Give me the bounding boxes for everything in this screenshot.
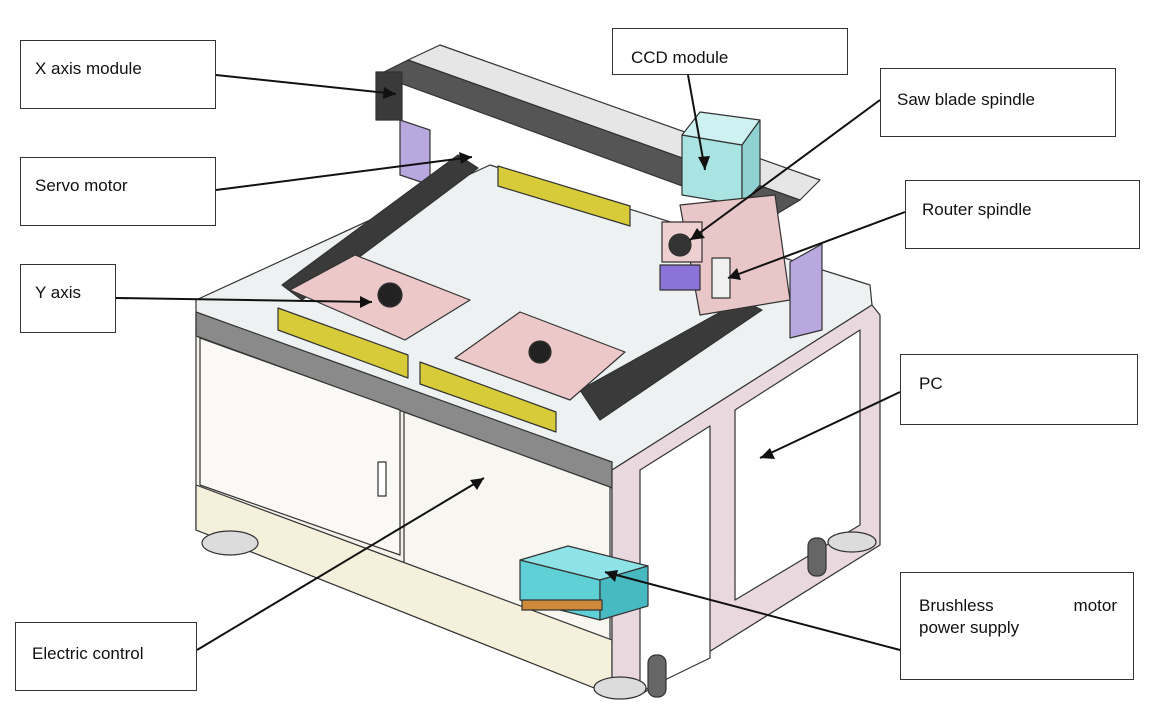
leader-lines [115, 74, 906, 651]
arrow-electric-control [470, 478, 484, 490]
label-servo-motor: Servo motor [20, 157, 216, 226]
label-x-axis-module: X axis module [20, 40, 216, 109]
arrow-pc [760, 448, 775, 459]
label-saw-blade-spindle-text: Saw blade spindle [897, 90, 1035, 109]
gantry-leg-left [399, 119, 431, 186]
label-servo-motor-text: Servo motor [35, 176, 128, 195]
router-spindle-body [711, 257, 731, 299]
yellow-pad-back [497, 165, 631, 227]
arrow-servo-motor [459, 152, 472, 164]
leader-ccd-module [687, 74, 706, 171]
foot-front-mid [593, 676, 647, 700]
label-ccd-module-text: CCD module [631, 48, 729, 67]
arrow-x-axis [383, 87, 396, 99]
label-electric-control: Electric control [15, 622, 197, 691]
wheel-front [647, 654, 667, 698]
arrow-ccd-module [698, 156, 710, 170]
label-x-axis-module-text: X axis module [35, 59, 142, 78]
leader-x-axis [215, 74, 397, 95]
work-table-left-center [377, 282, 403, 308]
label-pc-text: PC [919, 374, 943, 393]
arrow-brushless [605, 570, 618, 582]
yellow-pad-front-left [277, 307, 409, 379]
label-router-spindle: Router spindle [905, 180, 1140, 249]
arrow-y-axis [360, 296, 372, 308]
ccd-module-side [741, 119, 761, 206]
label-ccd-module: CCD module [612, 28, 848, 75]
leader-servo-motor [215, 156, 473, 191]
label-brushless-line-2: power supply [919, 618, 1020, 637]
foot-right [827, 531, 877, 553]
leader-pc [759, 391, 901, 459]
leader-y-axis [115, 297, 373, 303]
label-saw-blade-spindle: Saw blade spindle [880, 68, 1116, 137]
machine-drawing [195, 44, 881, 700]
leader-brushless [604, 571, 901, 651]
leader-router-spindle [727, 211, 906, 279]
right-frame-opening-1 [639, 425, 711, 693]
right-frame-opening-2 [734, 329, 861, 601]
label-y-axis-text: Y axis [35, 283, 81, 302]
saw-blade [668, 233, 692, 257]
arrow-router-spindle [728, 268, 741, 280]
leader-arrowheads [360, 87, 775, 582]
foot-front-left [201, 530, 259, 556]
label-electric-control-text: Electric control [32, 644, 144, 663]
gantry-leg-right [789, 243, 823, 339]
ccd-module-front [681, 134, 743, 206]
door-handle [377, 461, 387, 497]
leader-electric-control [196, 477, 485, 651]
arrow-saw-blade-spindle [690, 228, 705, 240]
y-rail-right [579, 299, 763, 421]
label-brushless-motor-power-supply: Brushless motor power supply [900, 572, 1134, 680]
spindle-base [659, 264, 701, 291]
label-brushless-word-2: motor [1073, 596, 1117, 615]
label-brushless-line-1: Brushless motor [919, 595, 1117, 617]
leader-saw-blade-spindle [689, 99, 881, 241]
yellow-pad-front-mid [419, 361, 557, 433]
label-router-spindle-text: Router spindle [922, 200, 1032, 219]
label-y-axis: Y axis [20, 264, 116, 333]
power-box-base [521, 599, 603, 611]
label-pc: PC [900, 354, 1138, 425]
y-rail-left [281, 154, 479, 301]
cabinet-door [199, 337, 401, 556]
work-table-right-center [528, 340, 552, 364]
label-brushless-word-1: Brushless [919, 596, 994, 615]
wheel-right [807, 537, 827, 577]
